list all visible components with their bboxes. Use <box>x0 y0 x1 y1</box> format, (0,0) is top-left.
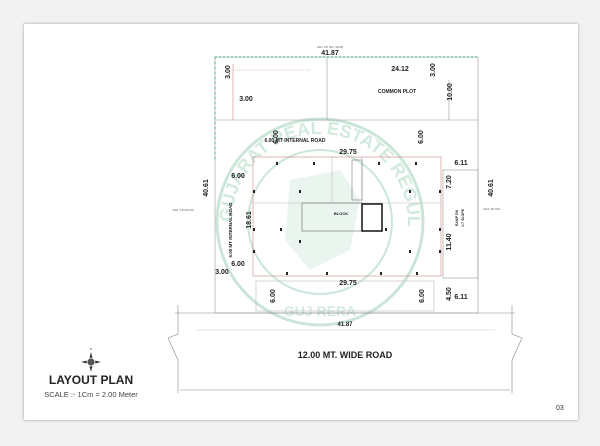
svg-text:RAMP DN: RAMP DN <box>455 209 459 226</box>
svg-text:40.61: 40.61 <box>203 179 210 197</box>
svg-text:41.87: 41.87 <box>337 322 353 328</box>
svg-text:BLOCK: BLOCK <box>334 211 348 216</box>
svg-text:6.00 MT INTERNAL ROAD: 6.00 MT INTERNAL ROAD <box>228 202 233 258</box>
svg-text:6.00: 6.00 <box>231 261 245 268</box>
svg-text:40.61: 40.61 <box>488 179 495 197</box>
svg-text:11.40: 11.40 <box>446 233 453 250</box>
svg-text:4.50: 4.50 <box>446 287 453 301</box>
svg-text:6.00: 6.00 <box>419 289 426 303</box>
svg-text:3.00: 3.00 <box>215 269 229 276</box>
drawing-scale: SCALE :- 1Cm = 2.00 Meter <box>44 390 138 399</box>
svg-text:N: N <box>90 347 92 351</box>
svg-text:3.00: 3.00 <box>430 63 437 77</box>
svg-text:6.00: 6.00 <box>270 289 277 303</box>
svg-text:41.87: 41.87 <box>321 50 339 57</box>
road <box>167 305 523 393</box>
svg-text:6.00: 6.00 <box>231 173 245 180</box>
dimension-labels: ADJ. FP NO- 39-58 41.87 24.12 3.00 3.00 … <box>173 45 501 360</box>
svg-text:6.00 MT INTERNAL ROAD: 6.00 MT INTERNAL ROAD <box>264 138 325 144</box>
svg-text:ADJ. FP NO- 39-58: ADJ. FP NO- 39-58 <box>317 45 343 49</box>
svg-text:12.00 MT. WIDE ROAD: 12.00 MT. WIDE ROAD <box>298 350 393 360</box>
svg-text:24.12: 24.12 <box>391 66 409 73</box>
svg-text:GUJARAT REAL ESTATE REGULATORY: GUJARAT REAL ESTATE REGULATORY AUTHORITY <box>0 0 424 227</box>
page-number: 03 <box>556 405 564 412</box>
svg-text:ADJ. FP NO-: ADJ. FP NO- <box>483 207 500 211</box>
svg-text:ADJ. FP NO-60: ADJ. FP NO-60 <box>173 208 194 212</box>
column-markers <box>253 162 441 275</box>
svg-text:1:7 SLOPE: 1:7 SLOPE <box>461 208 465 227</box>
svg-text:6.00: 6.00 <box>418 130 425 144</box>
drawing-title: LAYOUT PLAN <box>48 373 134 387</box>
svg-text:3.00: 3.00 <box>239 96 253 103</box>
svg-text:18.61: 18.61 <box>246 211 253 229</box>
svg-text:6.11: 6.11 <box>454 160 467 167</box>
building-block <box>252 156 479 312</box>
svg-text:COMMON PLOT: COMMON PLOT <box>378 89 416 95</box>
svg-text:29.75: 29.75 <box>339 149 357 156</box>
svg-text:3.00: 3.00 <box>225 65 232 79</box>
svg-text:10.00: 10.00 <box>447 83 454 101</box>
north-compass-icon: N <box>81 347 101 372</box>
svg-text:29.75: 29.75 <box>339 280 357 287</box>
svg-text:6.00: 6.00 <box>273 130 280 144</box>
svg-text:6.11: 6.11 <box>454 294 467 301</box>
svg-text:7.20: 7.20 <box>446 175 453 189</box>
